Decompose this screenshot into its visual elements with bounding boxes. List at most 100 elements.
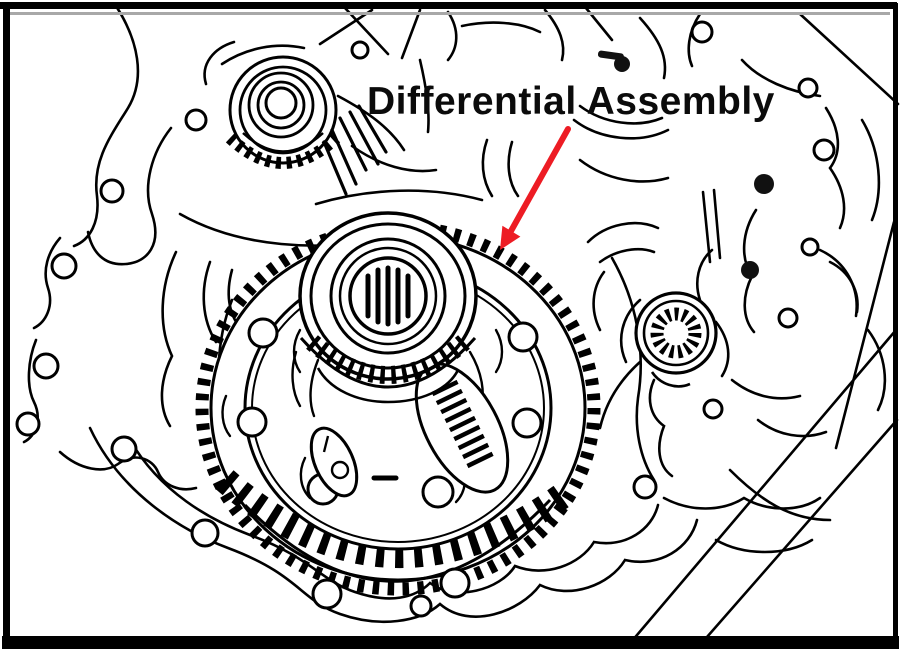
hatch-line: [338, 116, 368, 172]
bolt-hole: [409, 594, 433, 618]
bolt-hole: [350, 40, 370, 60]
seal-ring: [642, 299, 710, 367]
side-bearing: [298, 211, 478, 404]
pinion-teeth: [225, 133, 341, 169]
pinion-teeth-edge: [242, 132, 324, 153]
case-line: [756, 418, 828, 438]
seal-knurl: [650, 307, 702, 359]
bolt-hole: [99, 178, 125, 204]
case-line: [696, 248, 714, 302]
transaxle-case-lines: [22, 4, 900, 649]
bolt-hole: [702, 398, 724, 420]
pinion-shading: [322, 104, 388, 196]
pinion-bore: [264, 86, 298, 120]
case-line: [714, 320, 730, 378]
case-line: [712, 188, 722, 260]
bolt-hole: [15, 411, 41, 437]
diff-case-windows: [309, 362, 510, 498]
hatch-line: [348, 110, 380, 166]
case-line: [638, 16, 667, 80]
case-line: [572, 118, 670, 140]
small-window: [309, 426, 359, 498]
bolt-hole: [800, 237, 820, 257]
bolt-hole: [247, 317, 279, 349]
bolt-hole: [777, 307, 799, 329]
case-line: [58, 450, 198, 491]
case-line: [291, 350, 302, 408]
bolt-hole: [797, 77, 819, 99]
bolt-hole: [511, 407, 543, 439]
border-scan-line: [10, 12, 890, 15]
case-line: [798, 12, 900, 106]
callout-arrowhead-icon: [500, 225, 521, 250]
case-line: [350, 144, 438, 173]
bolt-dash: [597, 50, 624, 61]
case-line: [32, 236, 62, 330]
case-line: [299, 456, 312, 500]
bolt-hole: [439, 567, 471, 599]
case-line: [619, 298, 642, 364]
bearing-seat: [316, 367, 460, 404]
case-line: [598, 248, 656, 264]
case-line: [687, 12, 702, 68]
small-window-detail: [330, 460, 350, 480]
case-line: [578, 104, 664, 125]
oil-seal: [634, 291, 718, 388]
bolt-hole: [190, 518, 220, 548]
case-line: [728, 468, 832, 522]
bore-splines: [365, 265, 411, 327]
case-line: [481, 138, 494, 198]
case-line: [543, 8, 565, 62]
hatch-line: [357, 104, 388, 154]
bolt-hole: [311, 578, 343, 610]
case-line: [309, 358, 320, 418]
bolt-hole: [184, 108, 208, 132]
pinion-hub-ring: [256, 80, 306, 130]
case-line: [860, 118, 881, 222]
case-line: [418, 58, 430, 134]
bolt-hole: [690, 20, 714, 44]
case-line: [824, 106, 846, 230]
case-line: [730, 378, 802, 400]
border-right: [893, 3, 898, 643]
bolt-hole: [110, 435, 138, 463]
bolt-hole: [507, 321, 539, 353]
case-line: [202, 260, 218, 344]
case-line: [578, 158, 670, 183]
case-line: [698, 418, 899, 647]
case-line: [494, 328, 504, 374]
case-line: [86, 126, 173, 266]
case-line: [221, 394, 232, 438]
case-line: [592, 270, 606, 332]
bolt-hole: [421, 475, 455, 509]
flange-bolt-holes: [236, 317, 543, 509]
case-line: [624, 328, 898, 649]
seal-lip: [650, 371, 691, 388]
case-line: [866, 328, 887, 412]
case-line: [598, 360, 642, 430]
case-line: [88, 426, 699, 624]
case-line: [507, 140, 520, 198]
case-line: [160, 250, 178, 428]
case-line: [220, 44, 306, 66]
case-line: [128, 438, 660, 600]
border-left: [3, 2, 10, 642]
callout-arrow: [500, 126, 571, 250]
bolt-heads: [597, 50, 774, 279]
case-line: [72, 4, 140, 248]
bolt-head: [741, 261, 759, 279]
case-line: [446, 10, 458, 62]
callout-label: Differential Assembly: [367, 80, 775, 123]
case-line: [343, 6, 390, 56]
bearing-cage-edge: [299, 337, 477, 389]
bolt-hole: [32, 352, 60, 380]
bearing-ring: [309, 222, 467, 370]
case-line: [586, 221, 660, 244]
bearing-rollers: [306, 335, 470, 384]
bolt-hole: [236, 406, 268, 438]
case-line: [714, 538, 814, 554]
helical-teeth-edge: [243, 498, 552, 583]
